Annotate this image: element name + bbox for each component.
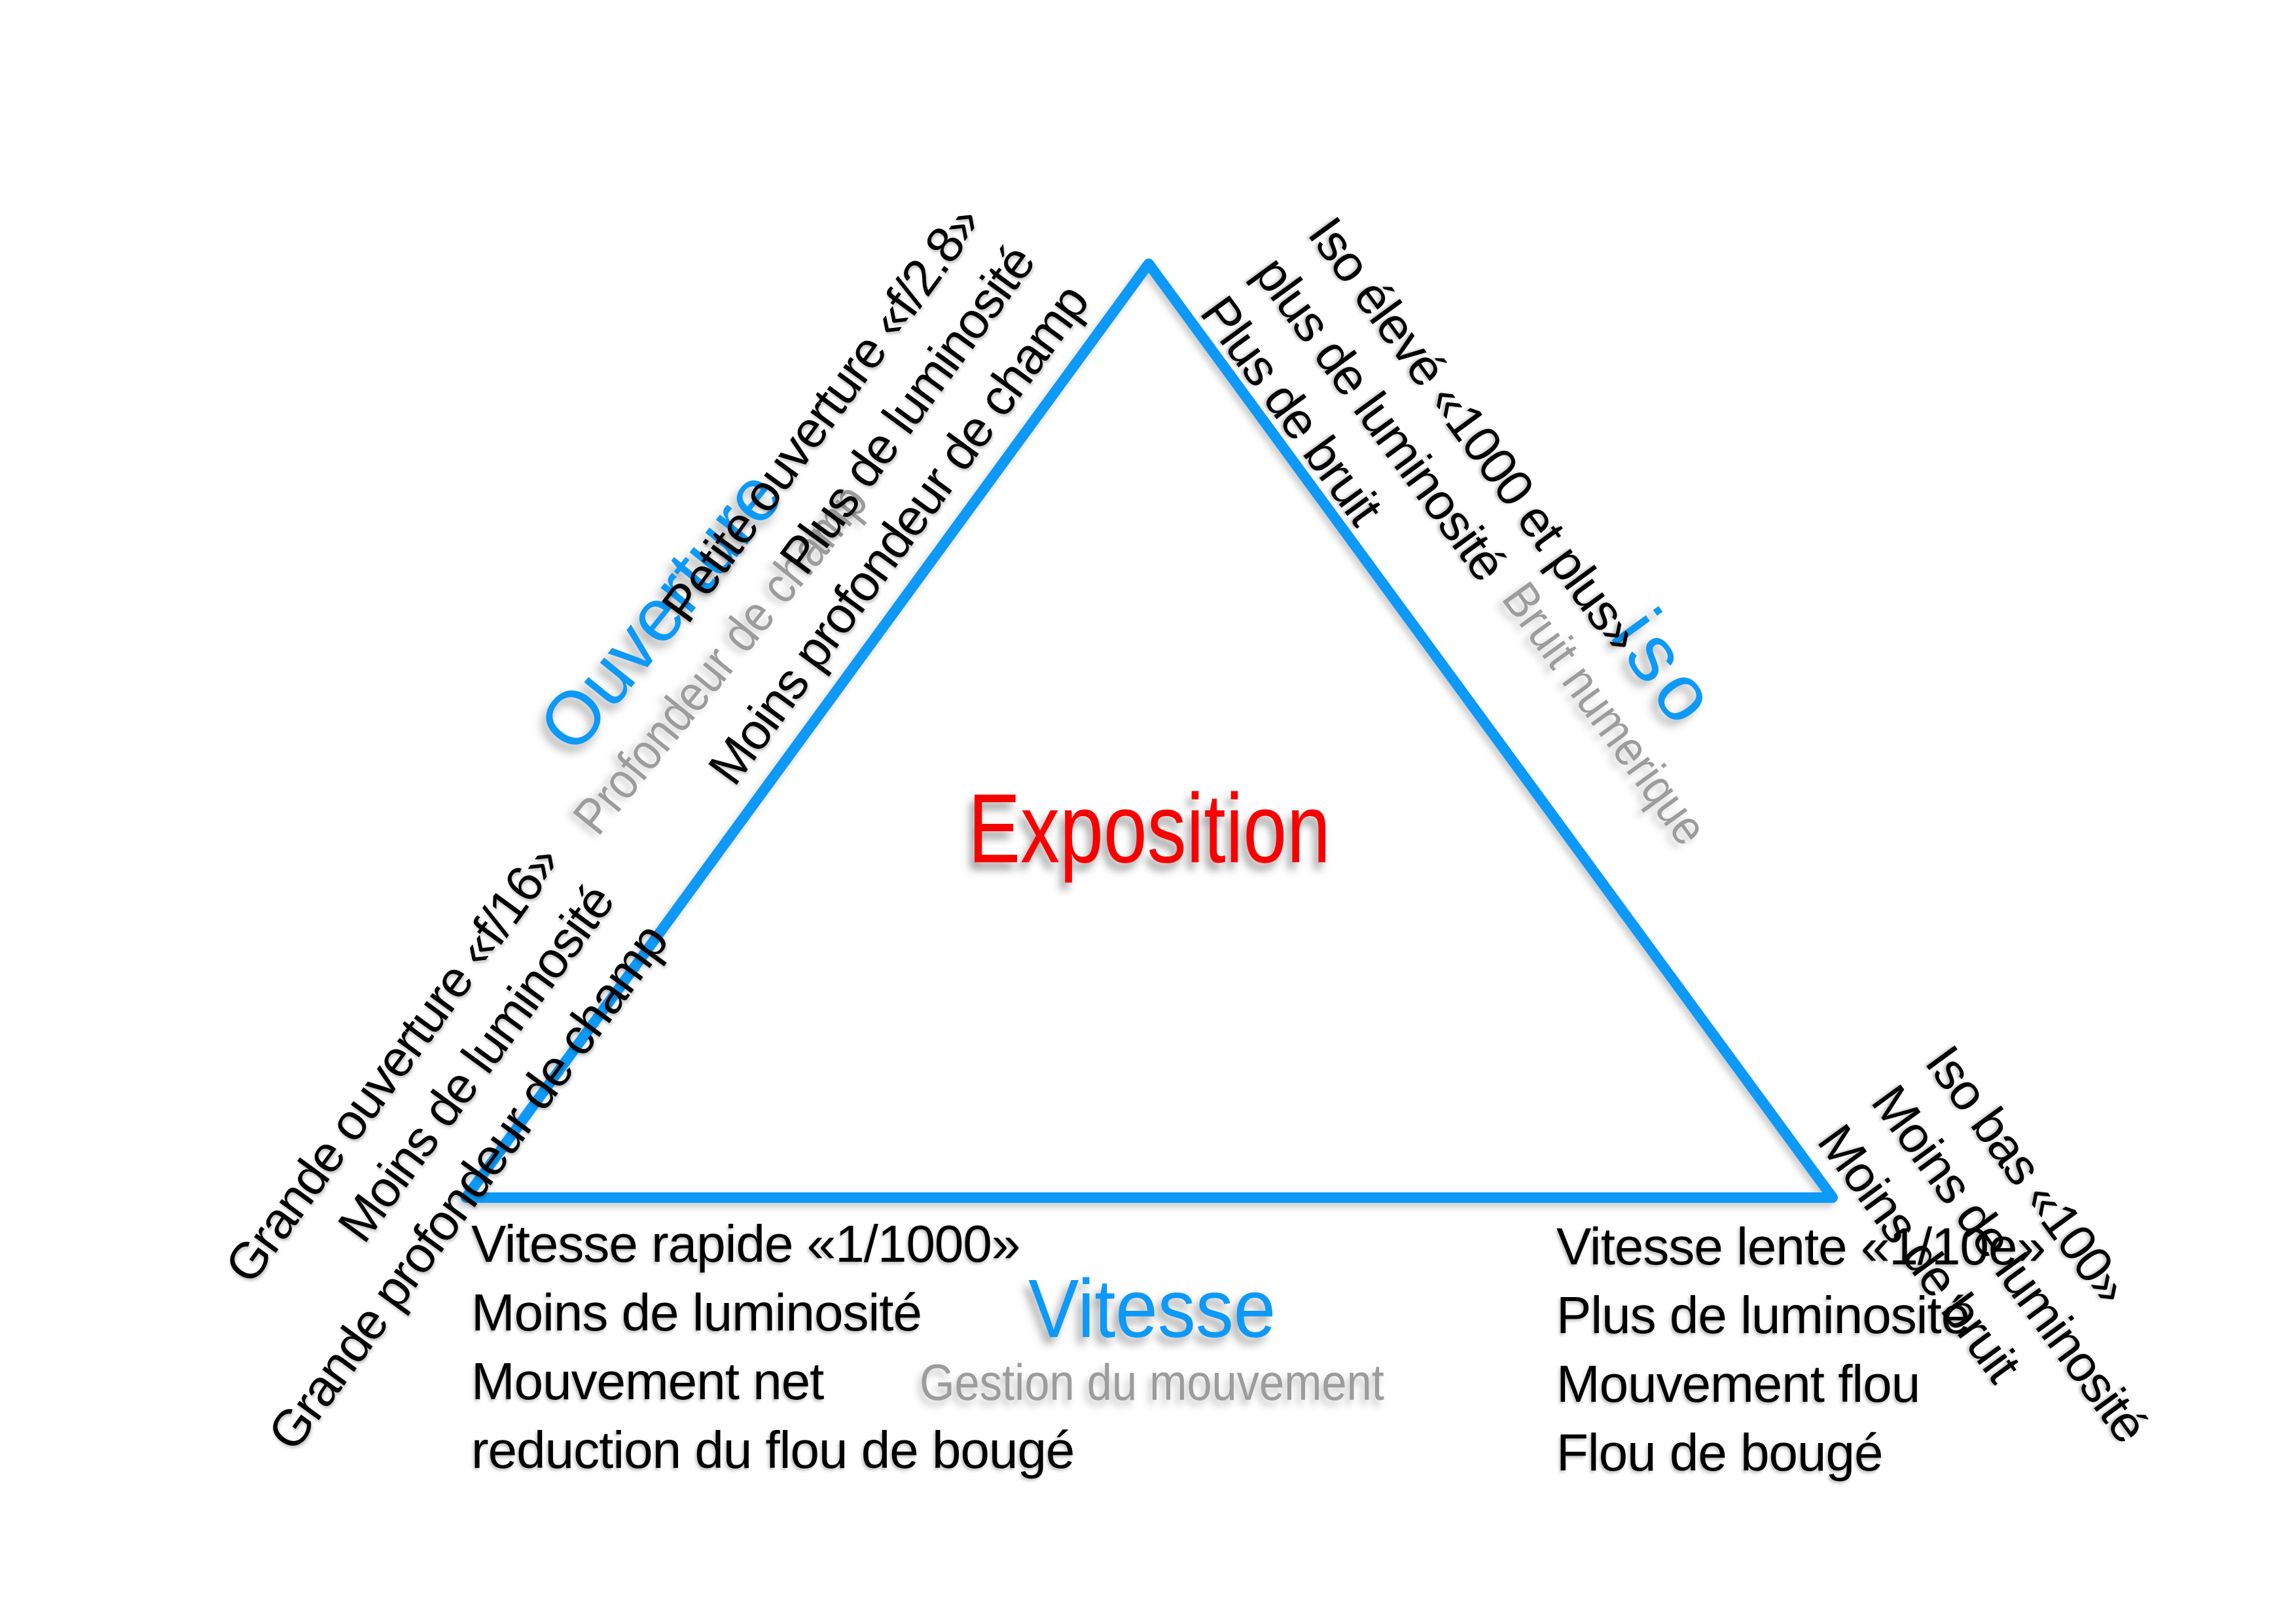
annotation-line: Flou de bougé [1556, 1423, 1884, 1482]
exposition-label: Exposition [923, 772, 1376, 885]
fast-speed-annotation: Vitesse rapide «1/1000» Moins de luminos… [471, 1209, 1075, 1484]
speed-title: Vitesse [1028, 1262, 1276, 1355]
annotation-line: Moins de luminosité [471, 1283, 922, 1342]
speed-heading: Vitesse Gestion du mouvement [888, 1267, 1416, 1414]
annotation-line: Plus de luminosité [1556, 1286, 1970, 1344]
annotation-line: Mouvement flou [1556, 1355, 1920, 1413]
triangle-outline [461, 259, 1838, 1203]
annotation-line: reduction du flou de bougé [471, 1421, 1075, 1479]
annotation-line: Mouvement net [471, 1352, 824, 1410]
exposition-text: Exposition [968, 773, 1331, 883]
slow-speed-annotation: Vitesse lente «1/10e» Plus de luminosité… [1556, 1212, 2046, 1487]
annotation-line: Vitesse lente «1/10e» [1556, 1217, 2046, 1275]
annotation-line: Vitesse rapide «1/1000» [471, 1215, 1020, 1273]
speed-subtitle: Gestion du mouvement [920, 1353, 1384, 1411]
